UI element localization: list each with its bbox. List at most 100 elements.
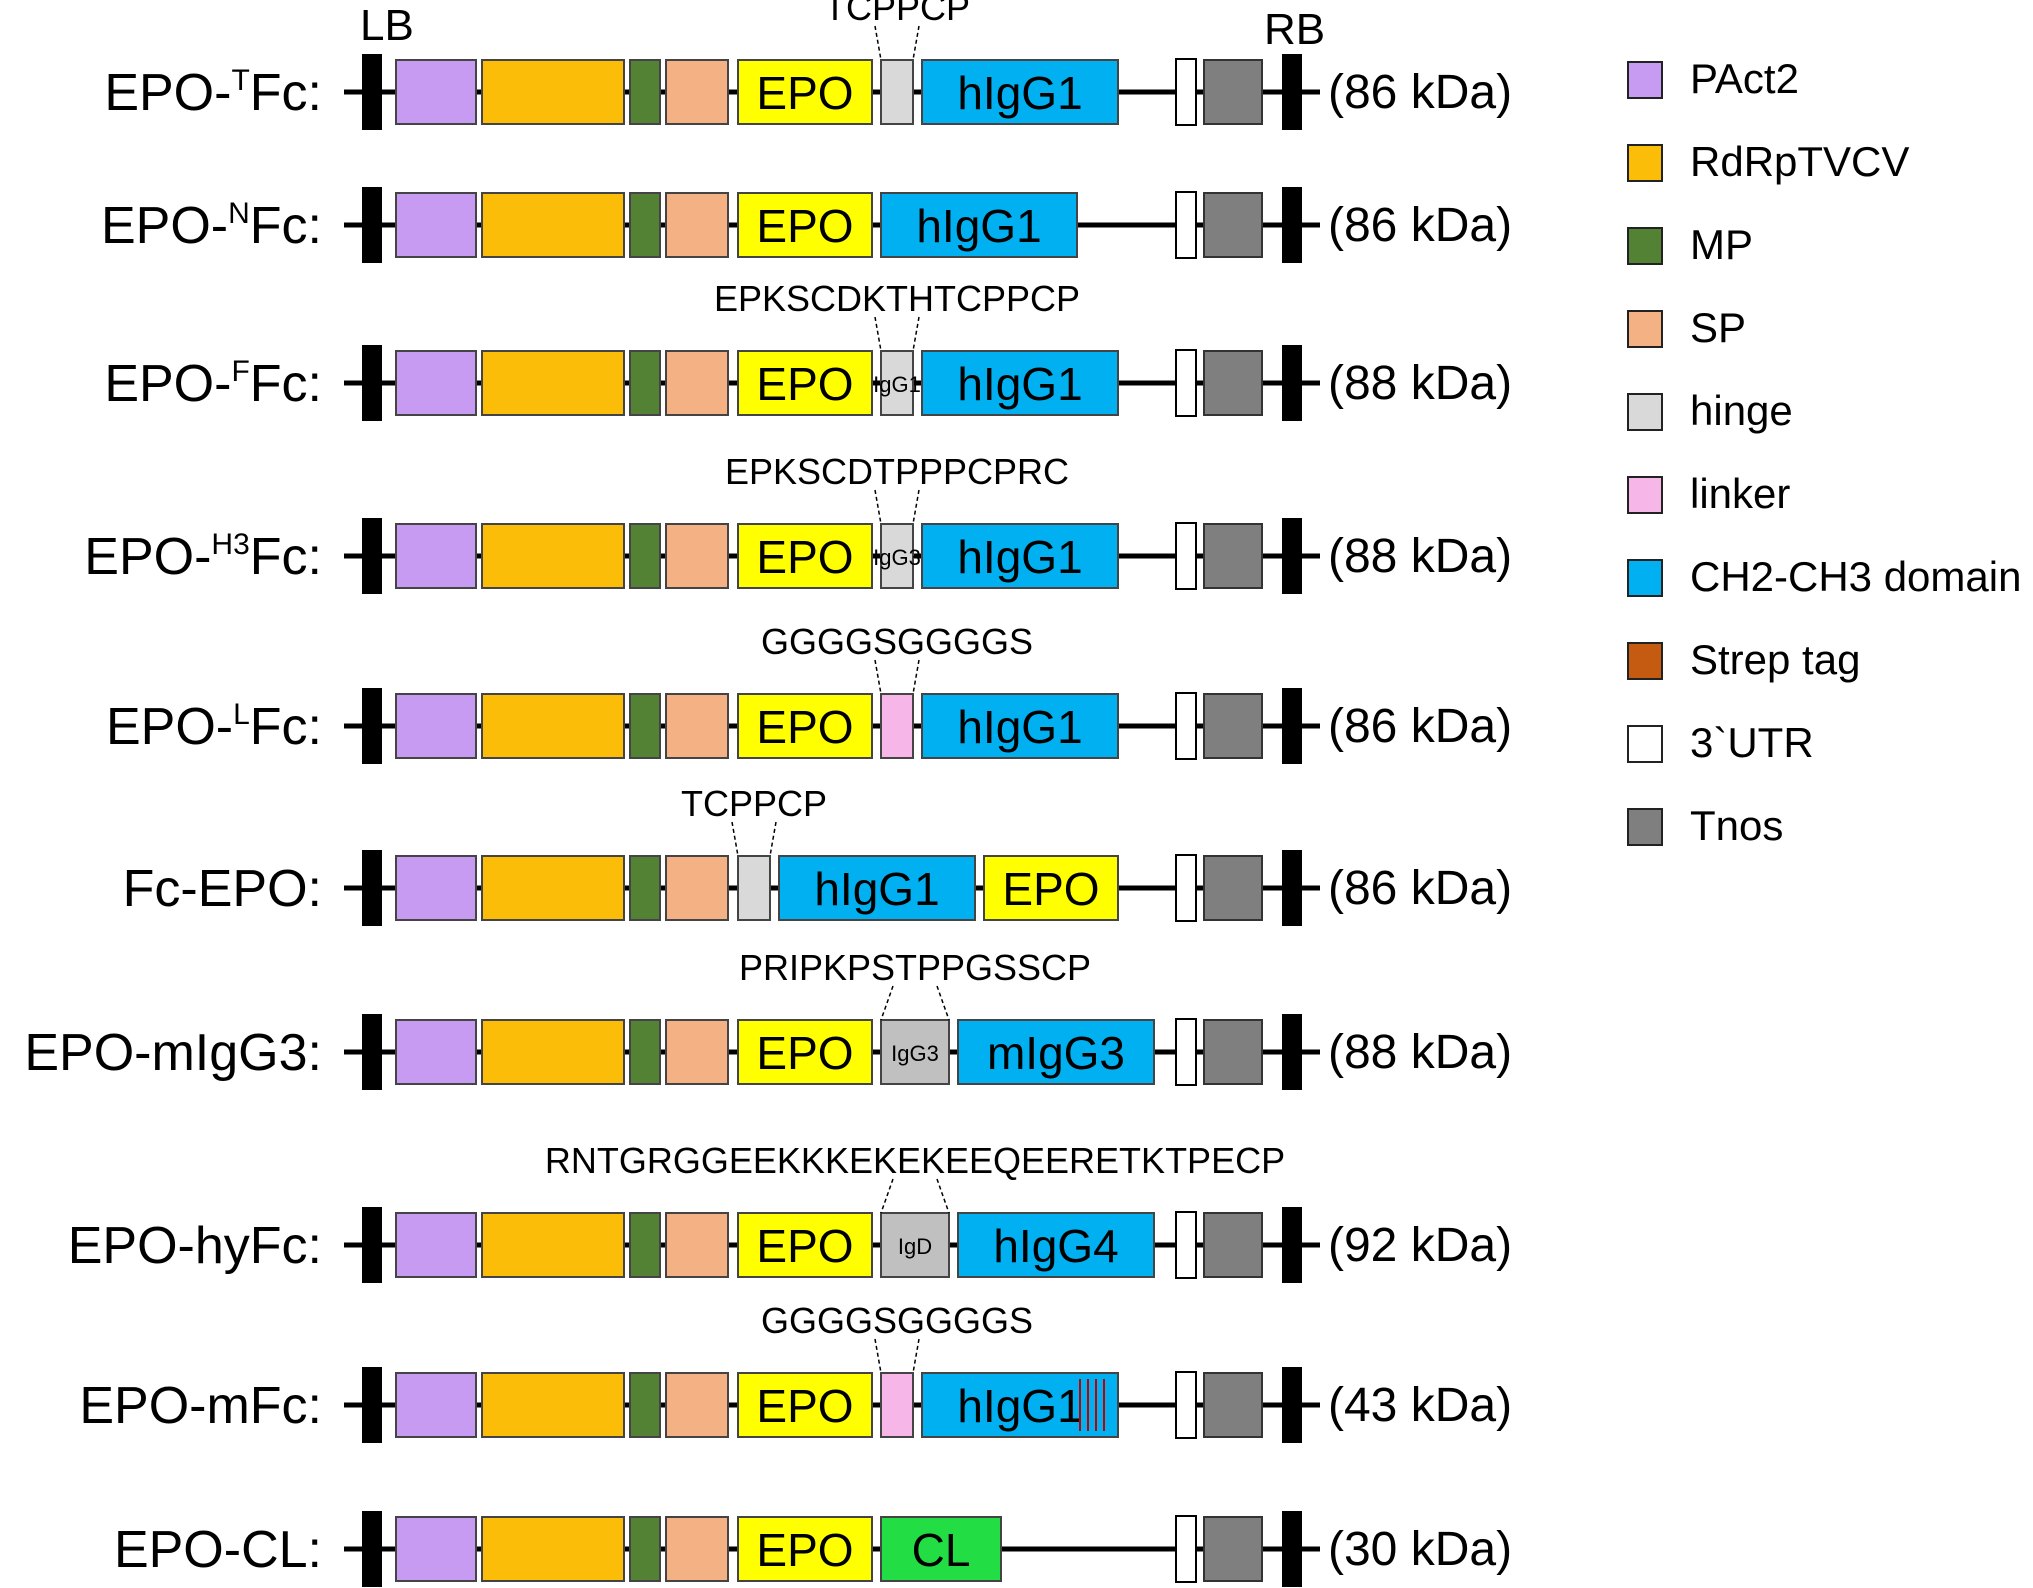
segment-epo: [983, 855, 1119, 921]
segment-label: EPO: [756, 1380, 853, 1432]
legend-swatch: [1627, 642, 1663, 680]
segment-label: EPO: [756, 1027, 853, 1079]
legend-item: Tnos: [1627, 802, 1783, 849]
mp-segment: [629, 1372, 661, 1438]
mp-segment: [629, 523, 661, 589]
tnos-segment: [1203, 192, 1263, 258]
tnos-segment: [1203, 350, 1263, 416]
sequence-annotation: EPKSCDTPPPCPRC: [725, 451, 1069, 492]
construct-name-suffix: Fc:: [250, 698, 322, 756]
legend-label: MP: [1690, 221, 1753, 268]
rdrp-tvcv-segment: [481, 350, 625, 416]
legend-item: CH2-CH3 domain: [1627, 553, 2021, 600]
leader-line-left: [874, 659, 882, 695]
rdrp-tvcv-segment: [481, 1019, 625, 1085]
construct-name: EPO-mFc:: [79, 1377, 322, 1435]
segment-epo: [737, 1516, 873, 1582]
segment-label: hIgG1: [957, 701, 1082, 753]
pact2-promoter: [395, 1212, 477, 1278]
legend-label: linker: [1690, 470, 1790, 517]
segment-epo: [737, 693, 873, 759]
left-border-label: LB: [360, 1, 414, 50]
leader-line-left: [874, 316, 882, 352]
rdrp-tvcv-segment: [481, 192, 625, 258]
segment-ch2ch3: [778, 855, 976, 921]
mp-segment: [629, 59, 661, 125]
construct-name-suffix: Fc:: [250, 64, 322, 122]
molecular-weight: (88 kDa): [1328, 530, 1512, 583]
sequence-annotation: PRIPKPSTPPGSSCP: [739, 947, 1091, 988]
tnos-segment: [1203, 1516, 1263, 1582]
legend-item: hinge: [1627, 387, 1793, 434]
segment-epo: [737, 350, 873, 416]
right-border-block: [1282, 54, 1302, 130]
segment-label: EPO: [1002, 863, 1099, 915]
construct-name: EPO-CL:: [114, 1521, 322, 1579]
mp-segment: [629, 855, 661, 921]
molecular-weight: (86 kDa): [1328, 862, 1512, 915]
utr-segment: [1175, 1371, 1197, 1439]
legend-swatch: [1627, 808, 1663, 846]
rdrp-tvcv-segment: [481, 59, 625, 125]
tnos-segment: [1203, 855, 1263, 921]
segment-epo: [737, 1019, 873, 1085]
utr-segment: [1175, 522, 1197, 590]
construct-name: EPO-mIgG3:: [24, 1024, 322, 1082]
segment-label: EPO: [756, 1220, 853, 1272]
left-border-block: [362, 518, 382, 594]
sp-segment: [665, 1372, 729, 1438]
construct-name: EPO-LFc:: [106, 698, 322, 756]
segment-linker: [880, 693, 914, 759]
pact2-promoter: [395, 693, 477, 759]
leader-line-left: [880, 1178, 894, 1214]
segment-epo: [737, 1212, 873, 1278]
segment-label: hIgG1: [957, 67, 1082, 119]
construct-name-suffix: Fc:: [250, 355, 322, 413]
segment-epo: [737, 59, 873, 125]
molecular-weight: (30 kDa): [1328, 1523, 1512, 1576]
legend-item: MP: [1627, 221, 1753, 268]
sequence-annotation: TCPPCP: [824, 0, 970, 28]
construct-name-prefix: EPO-: [106, 698, 233, 756]
molecular-weight: (86 kDa): [1328, 700, 1512, 753]
left-border-block: [362, 345, 382, 421]
utr-segment: [1175, 191, 1197, 259]
construct-name-prefix: EPO-mIgG3:: [24, 1024, 322, 1082]
leader-line-left: [874, 1338, 882, 1374]
utr-segment: [1175, 854, 1197, 922]
segment-label: hIgG1: [957, 531, 1082, 583]
legend-item: Strep tag: [1627, 636, 1860, 683]
legend-label: Strep tag: [1690, 636, 1860, 683]
segment-ch2ch3: [921, 693, 1119, 759]
segment-label: EPO: [756, 67, 853, 119]
segment-hinge_dark: [880, 1212, 950, 1278]
mp-segment: [629, 1019, 661, 1085]
left-border-block: [362, 688, 382, 764]
segment-label: EPO: [756, 358, 853, 410]
legend-swatch: [1627, 61, 1663, 99]
segment-ch2ch3: [921, 350, 1119, 416]
segment-hinge: [880, 59, 914, 125]
segment-ch2ch3: [957, 1019, 1155, 1085]
left-border-block: [362, 850, 382, 926]
legend-swatch: [1627, 725, 1663, 763]
sp-segment: [665, 192, 729, 258]
pact2-promoter: [395, 523, 477, 589]
legend-item: 3`UTR: [1627, 719, 1814, 766]
sequence-annotation: TCPPCP: [681, 783, 827, 824]
construct-name-superscript: N: [228, 197, 250, 230]
pact2-promoter: [395, 192, 477, 258]
segment-label: EPO: [756, 701, 853, 753]
construct-name: EPO-H3Fc:: [84, 528, 322, 586]
segment-label: EPO: [756, 531, 853, 583]
legend-label: RdRpTVCV: [1690, 138, 1909, 185]
leader-line-left: [874, 25, 882, 61]
legend-swatch: [1627, 310, 1663, 348]
legend-swatch: [1627, 559, 1663, 597]
utr-segment: [1175, 349, 1197, 417]
